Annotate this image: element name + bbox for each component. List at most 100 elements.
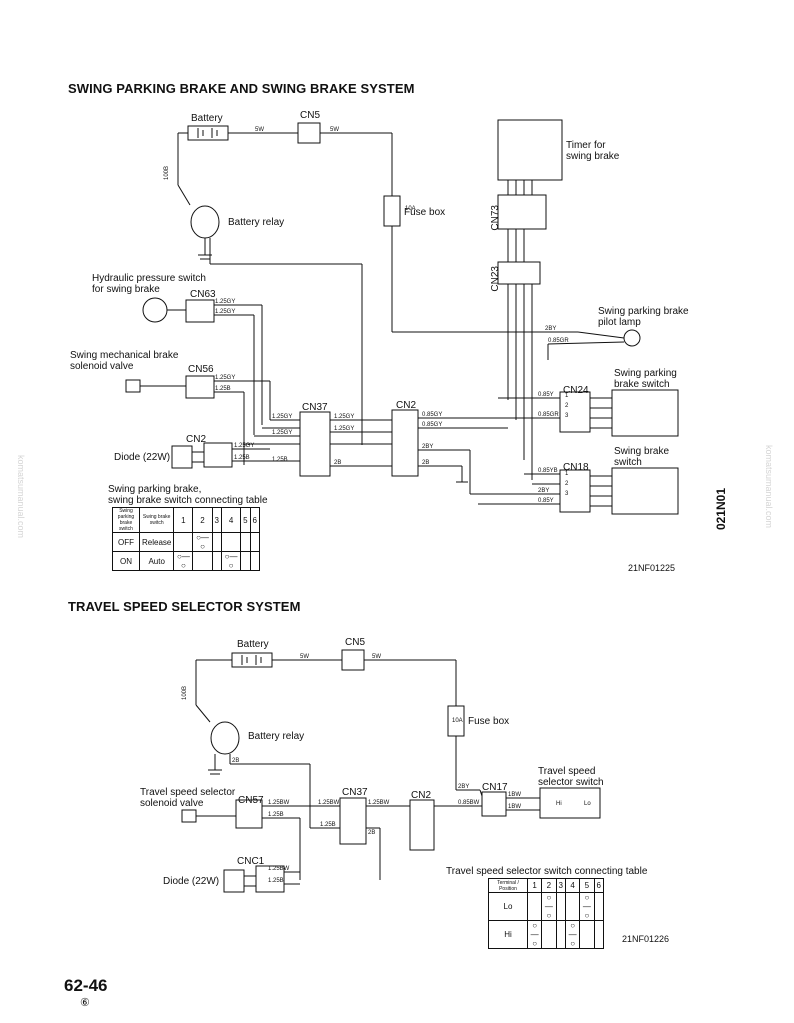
svg-text:1.25GY: 1.25GY	[272, 414, 292, 420]
s1-th-1: Swing brake switch	[138, 507, 175, 533]
cn18-connector	[559, 469, 591, 513]
s2-r0-c6	[593, 892, 605, 921]
svg-text:2BY: 2BY	[458, 784, 469, 790]
svg-text:3: 3	[565, 491, 569, 497]
s2-cnc1-connector	[255, 865, 285, 893]
s2-th-3: 3	[555, 878, 567, 893]
s1-pilot-lamp-label: Swing parking brake pilot lamp	[598, 306, 689, 328]
s2-th-2: 2	[541, 878, 557, 893]
s2-battery-relay-symbol	[210, 721, 240, 755]
svg-text:1.25GY: 1.25GY	[272, 430, 292, 436]
s1-cn37-label: CN37	[302, 402, 328, 413]
s2-figure-number: 21NF01226	[622, 934, 670, 944]
svg-text:2B: 2B	[334, 460, 341, 466]
svg-text:5W: 5W	[330, 127, 339, 133]
s2-r0-c3	[555, 892, 567, 921]
svg-text:10A: 10A	[452, 718, 463, 724]
s2-th-0: Terminal / Position	[488, 878, 528, 893]
svg-text:0.85GR: 0.85GR	[538, 412, 559, 418]
s2-r1-c5	[579, 920, 595, 949]
s2-cn17-label: CN17	[482, 782, 508, 793]
revision-mark: ⑥	[80, 997, 90, 1009]
s2-r1-c1: ○—○	[526, 920, 543, 949]
svg-text:1.25BW: 1.25BW	[318, 800, 340, 806]
s2-table-title: Travel speed selector switch connecting …	[446, 866, 648, 877]
svg-text:0.85Y: 0.85Y	[538, 392, 554, 398]
swing-park-switch-symbol	[611, 389, 679, 437]
table-row: Lo ○—○ ○—○	[488, 892, 605, 921]
svg-text:2B: 2B	[232, 758, 239, 764]
s2-travel-switch-symbol	[539, 787, 601, 819]
svg-text:1.25GY: 1.25GY	[334, 414, 354, 420]
section1-title: SWING PARKING BRAKE AND SWING BRAKE SYST…	[68, 81, 415, 96]
s1-r1-c4	[211, 551, 223, 571]
svg-text:1.25B: 1.25B	[272, 457, 288, 463]
s1-cn24-label: CN24	[563, 385, 589, 396]
s2-r0-c4	[564, 892, 581, 921]
s1-r1-c2: ○—○	[173, 551, 194, 571]
svg-text:1.25B: 1.25B	[215, 386, 231, 392]
s1-timer-label: Timer for swing brake	[566, 140, 620, 162]
cn56-connector	[185, 375, 215, 399]
s1-figure-number: 21NF01225	[628, 563, 676, 573]
s2-th-6: 6	[593, 878, 605, 893]
svg-text:10A: 10A	[405, 206, 416, 212]
s2-connecting-table: Terminal / Position 1 2 3 4 5 6 Lo ○—○ ○…	[488, 878, 605, 949]
svg-text:1.25B: 1.25B	[320, 822, 336, 828]
svg-text:Hi: Hi	[556, 801, 562, 807]
section2-title: TRAVEL SPEED SELECTOR SYSTEM	[68, 599, 301, 614]
s2-solenoid-symbol	[181, 809, 197, 823]
svg-text:1.25GY: 1.25GY	[234, 443, 254, 449]
s2-r0-c0: Lo	[488, 892, 528, 921]
s2-table-header-row: Terminal / Position 1 2 3 4 5 6	[488, 878, 605, 893]
svg-text:0.85GR: 0.85GR	[548, 338, 569, 344]
svg-text:Lo: Lo	[584, 801, 591, 807]
svg-text:2BY: 2BY	[422, 444, 433, 450]
watermark-right: komatsumanual.com	[764, 445, 774, 529]
s2-cnc1-label: CNC1	[237, 856, 265, 867]
s1-table-header-row: Swing parking brake switch Swing brake s…	[112, 507, 261, 533]
svg-text:1.25BW: 1.25BW	[268, 800, 290, 806]
svg-text:1: 1	[565, 471, 569, 477]
s2-battery-label: Battery	[237, 639, 269, 650]
svg-text:1.25GY: 1.25GY	[334, 426, 354, 432]
diode-symbol	[171, 445, 193, 469]
s2-fuse-box-label: Fuse box	[468, 716, 510, 727]
s2-travel-switch-label: Travel speed selector switch	[538, 766, 604, 788]
watermark-left: komatsumanual.com	[16, 455, 26, 539]
svg-text:1.25B: 1.25B	[268, 812, 284, 818]
svg-text:100B: 100B	[164, 166, 170, 180]
svg-text:1.25GY: 1.25GY	[215, 375, 235, 381]
s1-r1-c0: ON	[112, 551, 140, 571]
s2-r0-c5: ○—○	[579, 892, 595, 921]
s2-th-5: 5	[579, 878, 595, 893]
svg-text:2BY: 2BY	[545, 326, 556, 332]
cn2-connector	[391, 409, 419, 477]
svg-text:1.25GY: 1.25GY	[215, 299, 235, 305]
svg-text:0.85Y: 0.85Y	[538, 498, 554, 504]
svg-text:1.25B: 1.25B	[234, 455, 250, 461]
s1-cn2-label: CN2	[396, 400, 417, 411]
svg-text:1BW: 1BW	[508, 792, 521, 798]
s2-cn5-connector	[341, 649, 365, 671]
svg-text:2BY: 2BY	[538, 488, 549, 494]
s2-th-1: 1	[526, 878, 543, 893]
swing-brake-switch-symbol	[611, 467, 679, 515]
s2-cn37-connector	[339, 797, 367, 845]
s2-battery-relay-label: Battery relay	[248, 731, 305, 742]
s2-diode-label: Diode (22W)	[163, 876, 220, 887]
s1-cn56-label: CN56	[188, 364, 214, 375]
s2-r1-c4: ○—○	[564, 920, 581, 949]
s1-cn5-label: CN5	[300, 110, 321, 121]
cn63-connector	[185, 299, 215, 323]
svg-text:0.85BW: 0.85BW	[458, 800, 480, 806]
s1-cn18-label: CN18	[563, 462, 589, 473]
svg-text:1.25BW: 1.25BW	[268, 866, 290, 872]
timer-box	[497, 119, 563, 181]
s2-r0-c1	[526, 892, 543, 921]
svg-text:1: 1	[565, 393, 569, 399]
svg-text:2B: 2B	[368, 830, 375, 836]
